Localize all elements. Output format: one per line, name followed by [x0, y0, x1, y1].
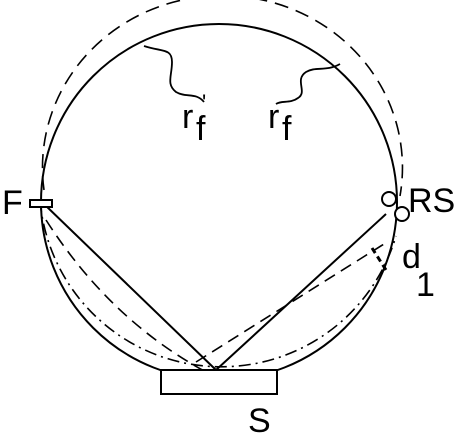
ray-sample-to-rs	[215, 213, 387, 371]
reference-port-rs	[381, 191, 397, 207]
sphere-outline-dashdot	[39, 199, 397, 368]
ray-f-dashed	[45, 219, 207, 373]
leader-rf	[275, 63, 341, 105]
entrance-port-f	[29, 199, 53, 208]
sphere-outline-dashed	[41, 0, 404, 197]
label-rf-prime-mark: '	[202, 90, 206, 115]
detector-port-d1	[394, 206, 410, 222]
label-d1-subscript: 1	[416, 266, 435, 304]
sample-port-s	[160, 369, 278, 395]
label-rf: r	[268, 98, 279, 136]
label-d1: d	[402, 238, 421, 276]
ray-f-to-sample	[43, 203, 217, 371]
label-s: S	[248, 402, 271, 438]
leader-rf-prime	[143, 45, 205, 103]
label-rs: RS	[408, 182, 455, 220]
baffle-d1	[370, 247, 388, 271]
sphere-outline-solid	[40, 23, 398, 381]
label-f: F	[2, 184, 23, 222]
label-rf-subscript: f	[282, 110, 292, 148]
label-rf-prime-subscript: f	[196, 110, 206, 148]
label-rf-prime: r	[182, 98, 193, 136]
